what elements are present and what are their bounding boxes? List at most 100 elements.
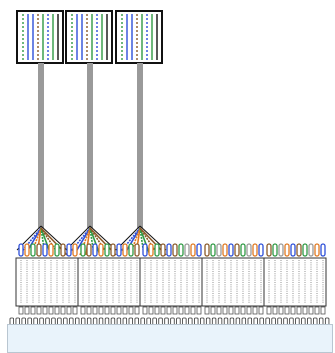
pin-leg (160, 306, 166, 315)
cable-1 (16, 10, 68, 256)
pin-leg (234, 306, 240, 315)
pin-leg (302, 306, 308, 315)
pin-tip (80, 243, 86, 257)
pin-tip (228, 243, 234, 257)
pin-tip (148, 243, 154, 257)
pin-leg (116, 306, 122, 315)
fan-wire (89, 227, 101, 256)
pin-tip (308, 243, 314, 257)
pin-tip (278, 243, 284, 257)
pin-leg (66, 306, 72, 315)
pin-leg (246, 306, 252, 315)
pin-tip (246, 243, 252, 257)
pin-leg (72, 306, 78, 315)
pin-tip (320, 243, 326, 257)
pin-tip (190, 243, 196, 257)
pin-leg (36, 306, 42, 315)
pin-tip (160, 243, 166, 257)
pin-leg (222, 306, 228, 315)
pin-tip (30, 243, 36, 257)
pin-tip (18, 243, 24, 257)
cable-3 (115, 10, 167, 256)
pin-leg (134, 306, 140, 315)
pin-tip (72, 243, 78, 257)
pin-leg (228, 306, 234, 315)
pin-leg (284, 306, 290, 315)
pin-leg (122, 306, 128, 315)
pin-leg (290, 306, 296, 315)
cable-end-cap (16, 10, 64, 64)
pin-leg (104, 306, 110, 315)
fan-wire (139, 227, 151, 256)
pin-leg (154, 306, 160, 315)
pin-tip (104, 243, 110, 257)
pin-tip (184, 243, 190, 257)
pin-tip (48, 243, 54, 257)
pin-leg (252, 306, 258, 315)
pin-tip (196, 243, 202, 257)
connector-4 (201, 243, 265, 315)
pin-leg (98, 306, 104, 315)
pin-leg (320, 306, 326, 315)
pin-leg (210, 306, 216, 315)
cable-end-cap (115, 10, 163, 64)
connector-body (201, 257, 265, 307)
pin-leg (30, 306, 36, 315)
pin-leg (258, 306, 264, 315)
pin-leg (142, 306, 148, 315)
pin-tip (86, 243, 92, 257)
pin-leg (216, 306, 222, 315)
pin-leg (86, 306, 92, 315)
pin-tip (98, 243, 104, 257)
pin-leg (308, 306, 314, 315)
connector-1 (15, 243, 79, 315)
pin-tip (42, 243, 48, 257)
pin-tip (122, 243, 128, 257)
pin-leg (190, 306, 196, 315)
pin-tip (92, 243, 98, 257)
pin-tip (178, 243, 184, 257)
pin-tip (134, 243, 140, 257)
pin-tip (110, 243, 116, 257)
pin-tip (258, 243, 264, 257)
pin-tip (54, 243, 60, 257)
pin-leg (92, 306, 98, 315)
pin-tip (234, 243, 240, 257)
pin-leg (278, 306, 284, 315)
pin-tip (66, 243, 72, 257)
pin-tip (24, 243, 30, 257)
connector-5 (263, 243, 327, 315)
pin-leg (148, 306, 154, 315)
pin-tip (204, 243, 210, 257)
pin-tip (142, 243, 148, 257)
connector-3 (139, 243, 203, 315)
pin-leg (48, 306, 54, 315)
connector-body (77, 257, 141, 307)
pin-tip (302, 243, 308, 257)
fan-wire (79, 227, 91, 256)
pin-tip (210, 243, 216, 257)
pin-tip (290, 243, 296, 257)
pin-tip (284, 243, 290, 257)
pin-leg (80, 306, 86, 315)
pin-leg (184, 306, 190, 315)
cable-end-cap (65, 10, 113, 64)
connector-body (263, 257, 327, 307)
pin-tip (128, 243, 134, 257)
pin-leg (240, 306, 246, 315)
pin-tip (216, 243, 222, 257)
connector-group (15, 243, 327, 315)
pin-leg (60, 306, 66, 315)
pin-tip (296, 243, 302, 257)
pin-tip (252, 243, 258, 257)
pin-leg (296, 306, 302, 315)
pin-tip (154, 243, 160, 257)
pin-leg (314, 306, 320, 315)
pin-tip (240, 243, 246, 257)
pin-tip (36, 243, 42, 257)
cable-2 (65, 10, 117, 256)
pin-leg (178, 306, 184, 315)
pin-leg (24, 306, 30, 315)
cable-group (16, 10, 167, 256)
